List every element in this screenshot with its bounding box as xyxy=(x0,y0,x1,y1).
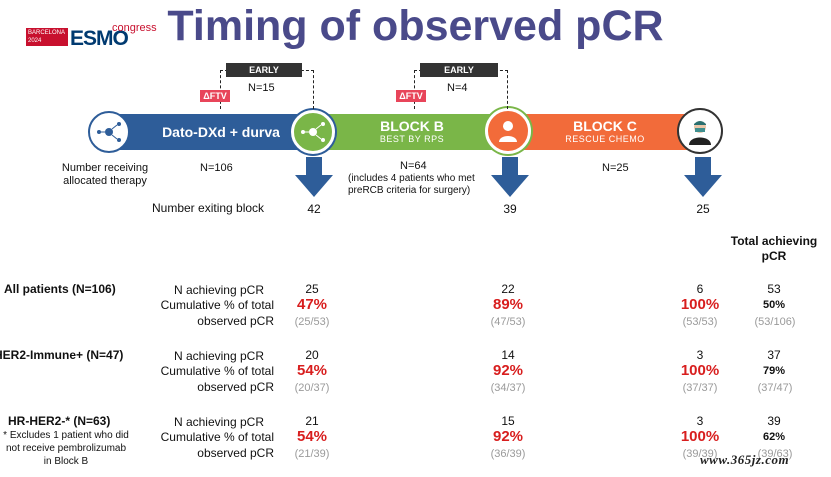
down-arrow-icon xyxy=(489,157,531,202)
logo-badge: BARCELONA 2024 xyxy=(26,28,68,46)
receiving-label: Number receiving allocated therapy xyxy=(61,162,149,187)
cell-frac: (36/39) xyxy=(490,448,526,460)
ftv-1-badge: ΔFTV xyxy=(200,90,230,102)
cell-frac: (20/37) xyxy=(294,382,330,394)
cumulative-label: Cumulative % of total observed pCR xyxy=(160,364,274,394)
block-c-band: BLOCK C RESCUE CHEMO xyxy=(510,114,700,150)
down-arrow-icon xyxy=(293,157,335,202)
exit-c: 25 xyxy=(696,202,710,216)
cell-n: 37 xyxy=(767,348,781,362)
escalation-2-n: N=4 xyxy=(447,82,468,94)
block-b-label: BLOCK B xyxy=(380,118,444,134)
network-icon xyxy=(291,110,335,154)
row-footnote: * Excludes 1 patient who did not receive… xyxy=(3,430,129,467)
cell-pct: 100% xyxy=(680,296,720,313)
start-network-icon xyxy=(88,111,130,153)
cell-pct: 100% xyxy=(680,362,720,379)
logo-suffix: congress xyxy=(112,22,157,34)
doctor-icon xyxy=(677,108,723,154)
exit-b: 39 xyxy=(503,202,517,216)
row-group-label: HR-HER2-* (N=63) xyxy=(8,414,111,428)
cell-frac: (37/47) xyxy=(757,382,793,394)
cell-pct: 54% xyxy=(296,362,328,379)
block-b-n-note: (includes 4 patients who met preRCB crit… xyxy=(348,173,475,196)
cell-n: 3 xyxy=(696,348,704,362)
cell-frac: (34/37) xyxy=(490,382,526,394)
cell-pct: 89% xyxy=(492,296,524,313)
cell-pct: 92% xyxy=(492,362,524,379)
cumulative-label: Cumulative % of total observed pCR xyxy=(160,298,274,328)
row-group-label: HER2-Immune+ (N=47) xyxy=(0,348,124,362)
cell-pct: 79% xyxy=(762,365,786,377)
logo-city: BARCELONA xyxy=(28,30,66,36)
watermark: www.365jz.com xyxy=(700,452,790,467)
row-group-label: All patients (N=106) xyxy=(4,282,116,296)
cell-n: 22 xyxy=(501,282,515,296)
cell-pct: 50% xyxy=(762,299,786,311)
cumulative-label: Cumulative % of total observed pCR xyxy=(160,430,274,460)
exiting-label: Number exiting block xyxy=(152,201,265,215)
cell-pct: 62% xyxy=(762,431,786,443)
cell-n: 21 xyxy=(305,414,319,428)
block-a-label: Dato-DXd + durva xyxy=(162,124,280,140)
n-achieving-label: N achieving pCR xyxy=(173,283,264,297)
escalation-1-label: EARLY ESCALATION xyxy=(226,63,302,89)
cell-n: 25 xyxy=(305,282,319,296)
n-achieving-label: N achieving pCR xyxy=(173,415,264,429)
cell-pct: 100% xyxy=(680,428,720,445)
escalation-2-label: EARLY ESCALATION xyxy=(420,63,498,89)
block-c-label: BLOCK C xyxy=(573,118,637,134)
block-a-band: Dato-DXd + durva xyxy=(118,114,316,150)
cell-n: 3 xyxy=(696,414,704,428)
cell-n: 14 xyxy=(501,348,515,362)
logo-brand: ESMO xyxy=(70,27,129,50)
n-achieving-label: N achieving pCR xyxy=(173,349,264,363)
block-b-n: N=64 xyxy=(400,160,427,172)
block-b-band: BLOCK B BEST BY RPS xyxy=(318,114,506,150)
cell-n: 20 xyxy=(305,348,319,362)
slide-title: Timing of observed pCR xyxy=(167,2,664,50)
cell-n: 6 xyxy=(696,282,704,296)
block-c-n: N=25 xyxy=(602,162,629,174)
cell-frac: (53/106) xyxy=(754,316,796,328)
cell-n: 15 xyxy=(501,414,515,428)
cell-frac: (53/53) xyxy=(682,316,718,328)
cell-frac: (39/63) xyxy=(757,448,793,460)
block-a-n: N=106 xyxy=(200,162,233,174)
total-header: Total achieving pCR xyxy=(730,234,818,263)
cell-n: 39 xyxy=(767,414,781,428)
escalation-1-n: N=15 xyxy=(248,82,275,94)
cell-pct: 54% xyxy=(296,428,328,445)
ftv-2-badge: ΔFTV xyxy=(396,90,426,102)
cell-n: 53 xyxy=(767,282,781,296)
cell-frac: (47/53) xyxy=(490,316,526,328)
down-arrow-icon xyxy=(682,157,724,202)
cell-frac: (39/39) xyxy=(682,448,718,460)
logo-year: 2024 xyxy=(28,38,42,44)
cell-frac: (25/53) xyxy=(294,316,330,328)
person-icon xyxy=(485,108,531,154)
cell-pct: 92% xyxy=(492,428,524,445)
esmo-logo: BARCELONA 2024 ESMO congress xyxy=(26,22,157,50)
block-b-sub: BEST BY RPS xyxy=(379,134,445,144)
cell-pct: 47% xyxy=(296,296,328,313)
exit-a: 42 xyxy=(307,202,321,216)
cell-frac: (37/37) xyxy=(682,382,718,394)
block-c-sub: RESCUE CHEMO xyxy=(565,134,645,144)
cell-frac: (21/39) xyxy=(294,448,330,460)
